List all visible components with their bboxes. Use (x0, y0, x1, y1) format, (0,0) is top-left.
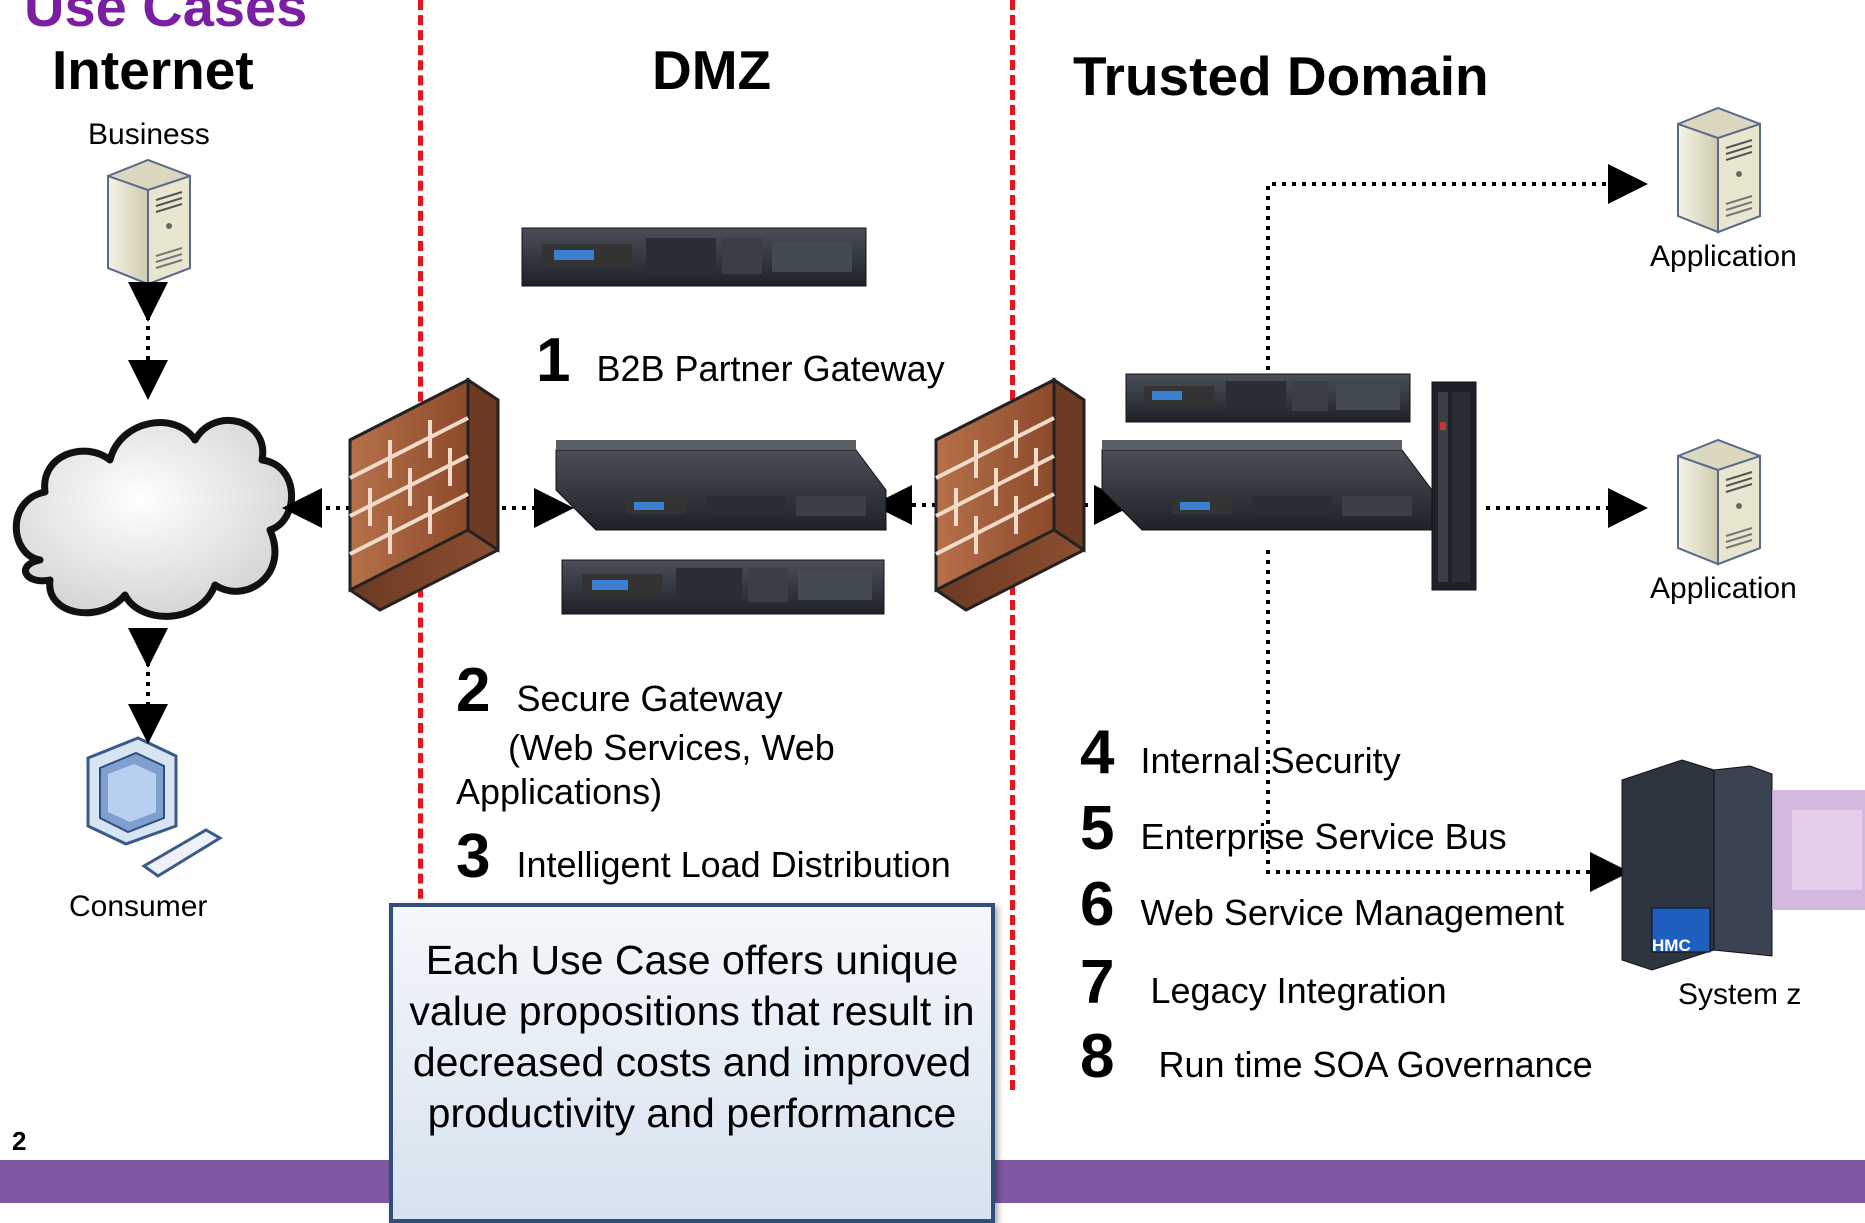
use-case-label: Legacy Integration (1150, 970, 1447, 1011)
node-label-business: Business (88, 118, 210, 151)
use-case-label: Web Service Management (1140, 892, 1565, 933)
node-label-application-2: Application (1650, 572, 1797, 605)
node-label-consumer: Consumer (69, 890, 208, 923)
appliance-icon (521, 227, 867, 287)
use-case-3: 3 Intelligent Load Distribution (456, 826, 951, 888)
appliance-icon (555, 440, 887, 531)
node-label-system-z: System z (1678, 978, 1802, 1011)
use-case-2-sub-line2: Applications) (456, 771, 663, 812)
use-case-label: Intelligent Load Distribution (516, 844, 951, 885)
appliance-icon (1125, 373, 1411, 423)
use-case-number: 5 (1080, 794, 1115, 863)
use-case-label: Enterprise Service Bus (1140, 816, 1507, 857)
zone-divider-internet-dmz (418, 0, 423, 1200)
use-case-4: 4 Internal Security (1080, 722, 1401, 784)
appliance-icon (561, 559, 885, 615)
use-case-number: 1 (536, 326, 571, 395)
use-case-number: 8 (1080, 1022, 1115, 1091)
slide-title: Use Cases (24, 0, 308, 38)
appliance-icon (1431, 381, 1477, 591)
use-case-number: 6 (1080, 870, 1115, 939)
callout-text: Each Use Case offers unique value propos… (409, 937, 975, 1136)
connector-to-application-1 (1266, 164, 1648, 380)
value-proposition-callout: Each Use Case offers unique value propos… (389, 903, 995, 1223)
server-tower-icon (1677, 106, 1761, 234)
use-case-2-sub-line1: (Web Services, Web (508, 727, 835, 768)
use-case-6: 6 Web Service Management (1080, 874, 1564, 936)
use-case-2: 2 Secure Gateway (456, 660, 783, 722)
server-tower-icon (1677, 438, 1761, 566)
computer-icon (86, 736, 223, 878)
zone-title-internet: Internet (52, 39, 254, 101)
mainframe-icon (1621, 759, 1865, 971)
page-number: 2 (12, 1126, 27, 1156)
server-tower-icon (107, 158, 191, 286)
zone-title-dmz: DMZ (652, 39, 772, 101)
firewall-icon (934, 377, 1086, 612)
use-case-label: Secure Gateway (516, 678, 783, 719)
use-case-8: 8 Run time SOA Governance (1080, 1026, 1593, 1088)
use-case-number: 7 (1080, 948, 1115, 1017)
use-case-label: Run time SOA Governance (1158, 1044, 1593, 1085)
node-label-application-1: Application (1650, 240, 1797, 273)
use-case-5: 5 Enterprise Service Bus (1080, 798, 1507, 860)
hmc-label: HMC (1652, 936, 1691, 955)
use-case-label: Internal Security (1140, 740, 1401, 781)
use-case-1: 1 B2B Partner Gateway (536, 330, 945, 392)
use-case-label: B2B Partner Gateway (596, 348, 945, 389)
zone-title-trusted: Trusted Domain (1073, 45, 1489, 107)
use-case-number: 2 (456, 656, 491, 725)
use-case-7: 7 Legacy Integration (1080, 952, 1447, 1014)
connector-to-system-z (1266, 550, 1630, 892)
cloud-icon (12, 416, 295, 620)
firewall-icon (348, 377, 500, 612)
appliance-icon (1101, 440, 1433, 531)
use-case-number: 4 (1080, 718, 1115, 787)
use-case-number: 3 (456, 822, 491, 891)
